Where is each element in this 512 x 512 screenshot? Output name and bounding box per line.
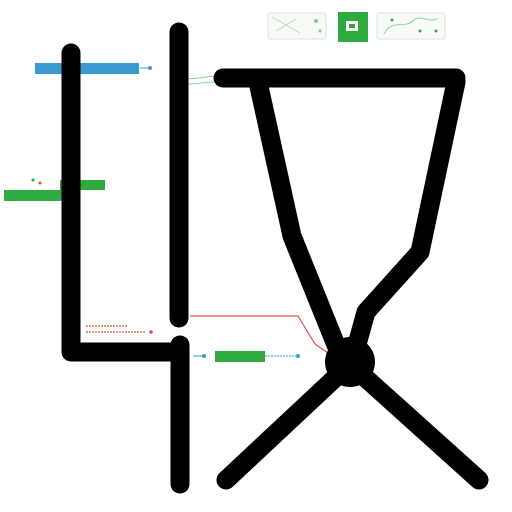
bottom-green-tag <box>193 351 300 362</box>
funnel-right-leg <box>346 72 466 358</box>
cross-left-leg <box>216 354 360 490</box>
blue-tag <box>35 63 152 74</box>
cross-right-leg <box>340 354 489 490</box>
green-tag <box>4 178 105 201</box>
black-strokes <box>61 22 489 494</box>
top-right-card <box>376 12 446 40</box>
red-annotation <box>86 315 333 357</box>
green-square-icon <box>338 12 368 42</box>
left-l-stroke <box>61 43 188 362</box>
funnel-left-leg <box>248 72 346 355</box>
center-node <box>325 337 375 387</box>
top-left-card <box>267 12 327 40</box>
